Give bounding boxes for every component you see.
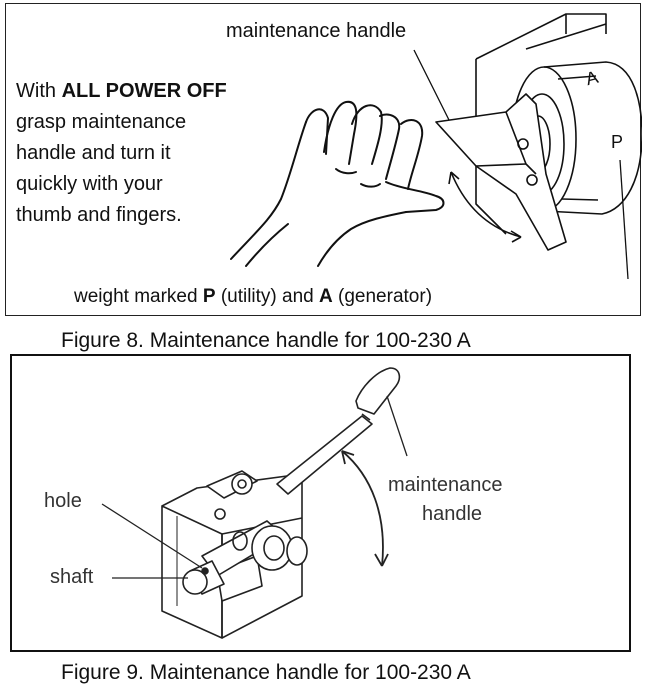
shaft-label: shaft [50, 566, 94, 588]
figure-9-panel: hole shaft maintenance handle [10, 354, 631, 652]
instruction-line1-prefix: With [16, 80, 56, 102]
rotary-switch-illustration-icon [435, 13, 642, 280]
instruction-line3: handle and turn it [16, 142, 171, 164]
figure-9-caption: Figure 9. Maintenance handle for 100-230… [61, 661, 471, 684]
weight-p-marking: P [611, 132, 624, 152]
figure-8-caption: Figure 8. Maintenance handle for 100-230… [61, 329, 471, 352]
weight-marking-text: weight marked P (utility) and A (generat… [74, 286, 432, 308]
instruction-line5: thumb and fingers. [16, 204, 182, 226]
weight-p-letter: P [202, 286, 216, 307]
maintenance-handle-label-line2: handle [422, 503, 483, 525]
maintenance-handle-label-line1: maintenance [388, 474, 503, 496]
figure-8-illustration [230, 13, 642, 280]
lever-mechanism-illustration-icon [161, 367, 401, 639]
instruction-text: With ALL POWER OFF grasp maintenance han… [16, 76, 227, 231]
weight-prefix: weight marked [74, 286, 198, 307]
figure-9-illustration [101, 367, 408, 639]
weight-a-desc: (generator) [338, 286, 433, 307]
weight-a-letter: A [319, 286, 333, 307]
rotation-arrow-icon [448, 171, 522, 243]
maintenance-handle-label: maintenance handle [226, 20, 407, 42]
instruction-warning-bold: ALL POWER OFF [61, 80, 227, 102]
hole-label: hole [44, 490, 82, 512]
instruction-line2: grasp maintenance [16, 111, 187, 133]
rotation-arrow-icon [341, 450, 389, 567]
weight-p-desc: (utility) and [220, 286, 314, 307]
instruction-line4: quickly with your [16, 173, 163, 195]
hand-illustration-icon [230, 100, 445, 267]
figure-8-panel: maintenance handle With ALL POWER OFF gr… [5, 3, 642, 316]
